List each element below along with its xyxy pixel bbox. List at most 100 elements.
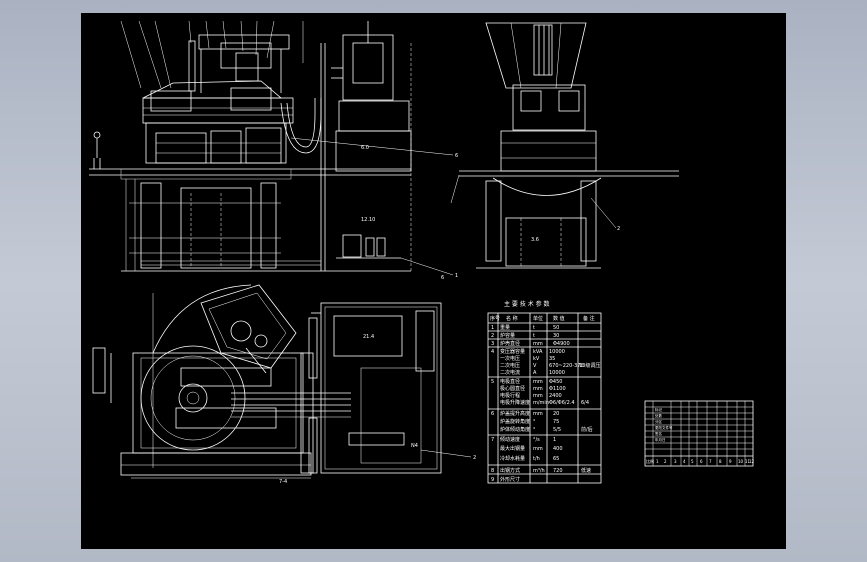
table-header-cell: 序号 <box>490 315 500 322</box>
table-cell: mm <box>533 446 543 452</box>
table-cell: 3 <box>491 341 494 347</box>
table-cell: mm <box>533 379 543 385</box>
title-block-cell: 处数 <box>655 413 663 418</box>
table-title: 主 要 技 术 参 数 <box>504 300 550 308</box>
table-cell: ° <box>533 419 536 425</box>
table-cell: 5/5 <box>553 427 561 433</box>
table-cell: 13级调压 <box>579 362 600 369</box>
title-block-cell: 更改文件号 <box>655 425 673 430</box>
table-cell: 30 <box>553 333 559 339</box>
title-block-cell: 年月日 <box>655 437 666 442</box>
table-cell: mm <box>533 393 543 399</box>
title-block-cell: 11 <box>745 459 751 464</box>
table-row: 6 炉盖提升高度 mm 20 炉盖旋转角度 ° 75 炉体倾动角度 ° 5/5 … <box>491 410 593 433</box>
table-cell: 冷却水耗量 <box>500 455 525 462</box>
table-cell: Φ1100 <box>549 386 566 392</box>
table-cell: 8 <box>491 468 494 474</box>
table-header-cell: 名 称 <box>506 315 518 322</box>
table-cell: 变压器容量 <box>500 348 525 355</box>
table-cell: 炉容量 <box>500 332 515 339</box>
table-row: 3 炉壳直径 mm Φ4900 <box>491 340 570 347</box>
title-block-cell: 分区 <box>655 419 663 424</box>
table-cell: 6/4 <box>581 400 589 406</box>
title-block-header-row: 标记 处数 分区 更改文件号 签名 年月日 <box>655 407 673 442</box>
title-block-cell: 12 <box>749 459 755 464</box>
room-label: 12.10 <box>361 217 375 223</box>
room-plan-view: 2 21.4 N4 <box>308 302 476 474</box>
table-row: 9 外形尺寸 <box>491 476 520 483</box>
callout-label: 1 <box>455 273 458 279</box>
title-block-cell: 标记 <box>655 407 663 412</box>
title-block-cell: 5 <box>691 459 694 464</box>
table-cell: 最大出钢量 <box>500 445 525 452</box>
table-cell: A <box>533 370 537 376</box>
table-cell: 二次电流 <box>500 369 520 376</box>
table-row: 5 电极直径 mm Φ450 极心圆直径 mm Φ1100 电极行程 mm 24… <box>491 378 589 406</box>
table-cell: 75 <box>553 419 559 425</box>
table-cell: 5 <box>491 379 494 385</box>
table-cell: 720 <box>553 468 563 474</box>
callout-label: 2 <box>473 455 476 461</box>
title-block-cell: 4 <box>683 459 686 464</box>
table-cell: t/h <box>533 456 540 462</box>
table-cell: 400 <box>553 446 563 452</box>
table-row: 4 变压器容量 kVA 10000 一次电压 kV 35 二次电压 V 670~… <box>491 348 600 376</box>
table-cell: 炉体倾动角度 <box>500 426 530 433</box>
table-cell: 出钢方式 <box>500 467 520 474</box>
table-cell: 2 <box>491 333 494 339</box>
table-cell: 二次电压 <box>500 362 520 369</box>
table-cell: 35 <box>549 356 555 362</box>
table-cell: mm <box>533 411 543 417</box>
table-cell: m³/h <box>533 468 545 474</box>
title-block-cell: 1 <box>656 459 659 464</box>
table-cell: 炉壳直径 <box>500 340 520 347</box>
cad-drawing: 6 1 12.10 6.0 2 3.6 <box>89 20 755 485</box>
callout-label: 6 <box>455 153 458 159</box>
callout-label: 6 <box>441 275 444 281</box>
table-cell: kV <box>533 356 540 362</box>
table-cell: 50 <box>553 325 559 331</box>
table-cell: t <box>533 333 535 339</box>
table-cell: 2400 <box>549 393 562 399</box>
table-cell: 极心圆直径 <box>500 385 525 392</box>
table-cell: mm <box>533 386 543 392</box>
room-label: 21.4 <box>363 334 374 340</box>
table-cell: 65 <box>553 456 559 462</box>
table-cell: 倾动速度 <box>500 436 520 443</box>
table-cell: 一次电压 <box>500 355 520 362</box>
title-block-cell: 签名 <box>655 431 662 436</box>
side-elevation-view: 2 3.6 <box>450 22 679 269</box>
title-block-cell: 比例 <box>646 458 654 464</box>
table-header-row: 序号 名 称 单位 数 值 备 注 <box>490 315 595 322</box>
title-block-cell: 8 <box>719 459 722 464</box>
table-row: 8 出钢方式 m³/h 720 低速 <box>491 467 591 474</box>
table-cell: 10000 <box>549 370 565 376</box>
table-cell: ° <box>533 427 536 433</box>
title-block-cell: 2 <box>664 459 667 464</box>
table-cell: Φ4900 <box>553 341 570 347</box>
table-cell: 重量 <box>500 324 510 331</box>
table-cell: 670~220-376 <box>549 363 584 369</box>
table-cell: Φ6/Φ6/2.4 <box>549 400 575 406</box>
table-row: 7 倾动速度 °/s 1 最大出钢量 mm 400 冷却水耗量 t/h 65 <box>491 436 563 462</box>
table-cell: 6 <box>491 411 494 417</box>
table-cell: 炉盖提升高度 <box>500 410 530 417</box>
table-cell: 9 <box>491 477 494 483</box>
table-cell: m/min <box>533 400 549 406</box>
title-block: 标记 处数 分区 更改文件号 签名 年月日 比例 1 2 3 4 5 6 7 8… <box>644 400 755 467</box>
table-cell: °/s <box>533 437 540 443</box>
table-cell: 外形尺寸 <box>500 476 520 483</box>
title-block-cell: 9 <box>729 459 732 464</box>
title-block-cell: 3 <box>674 459 677 464</box>
table-cell: 前/后 <box>581 426 593 433</box>
table-cell: 炉盖旋转角度 <box>500 418 530 425</box>
table-cell: 1 <box>491 325 494 331</box>
table-cell: 7 <box>491 437 494 443</box>
table-header-cell: 单位 <box>533 315 543 322</box>
table-cell: t <box>533 325 535 331</box>
plan-view <box>92 284 351 479</box>
title-block-footer: 比例 1 2 3 4 5 6 7 8 9 10 11 12 <box>646 458 755 464</box>
table-cell: 10000 <box>549 349 565 355</box>
table-cell: 电极升降速度 <box>500 399 530 406</box>
table-cell: mm <box>533 341 543 347</box>
